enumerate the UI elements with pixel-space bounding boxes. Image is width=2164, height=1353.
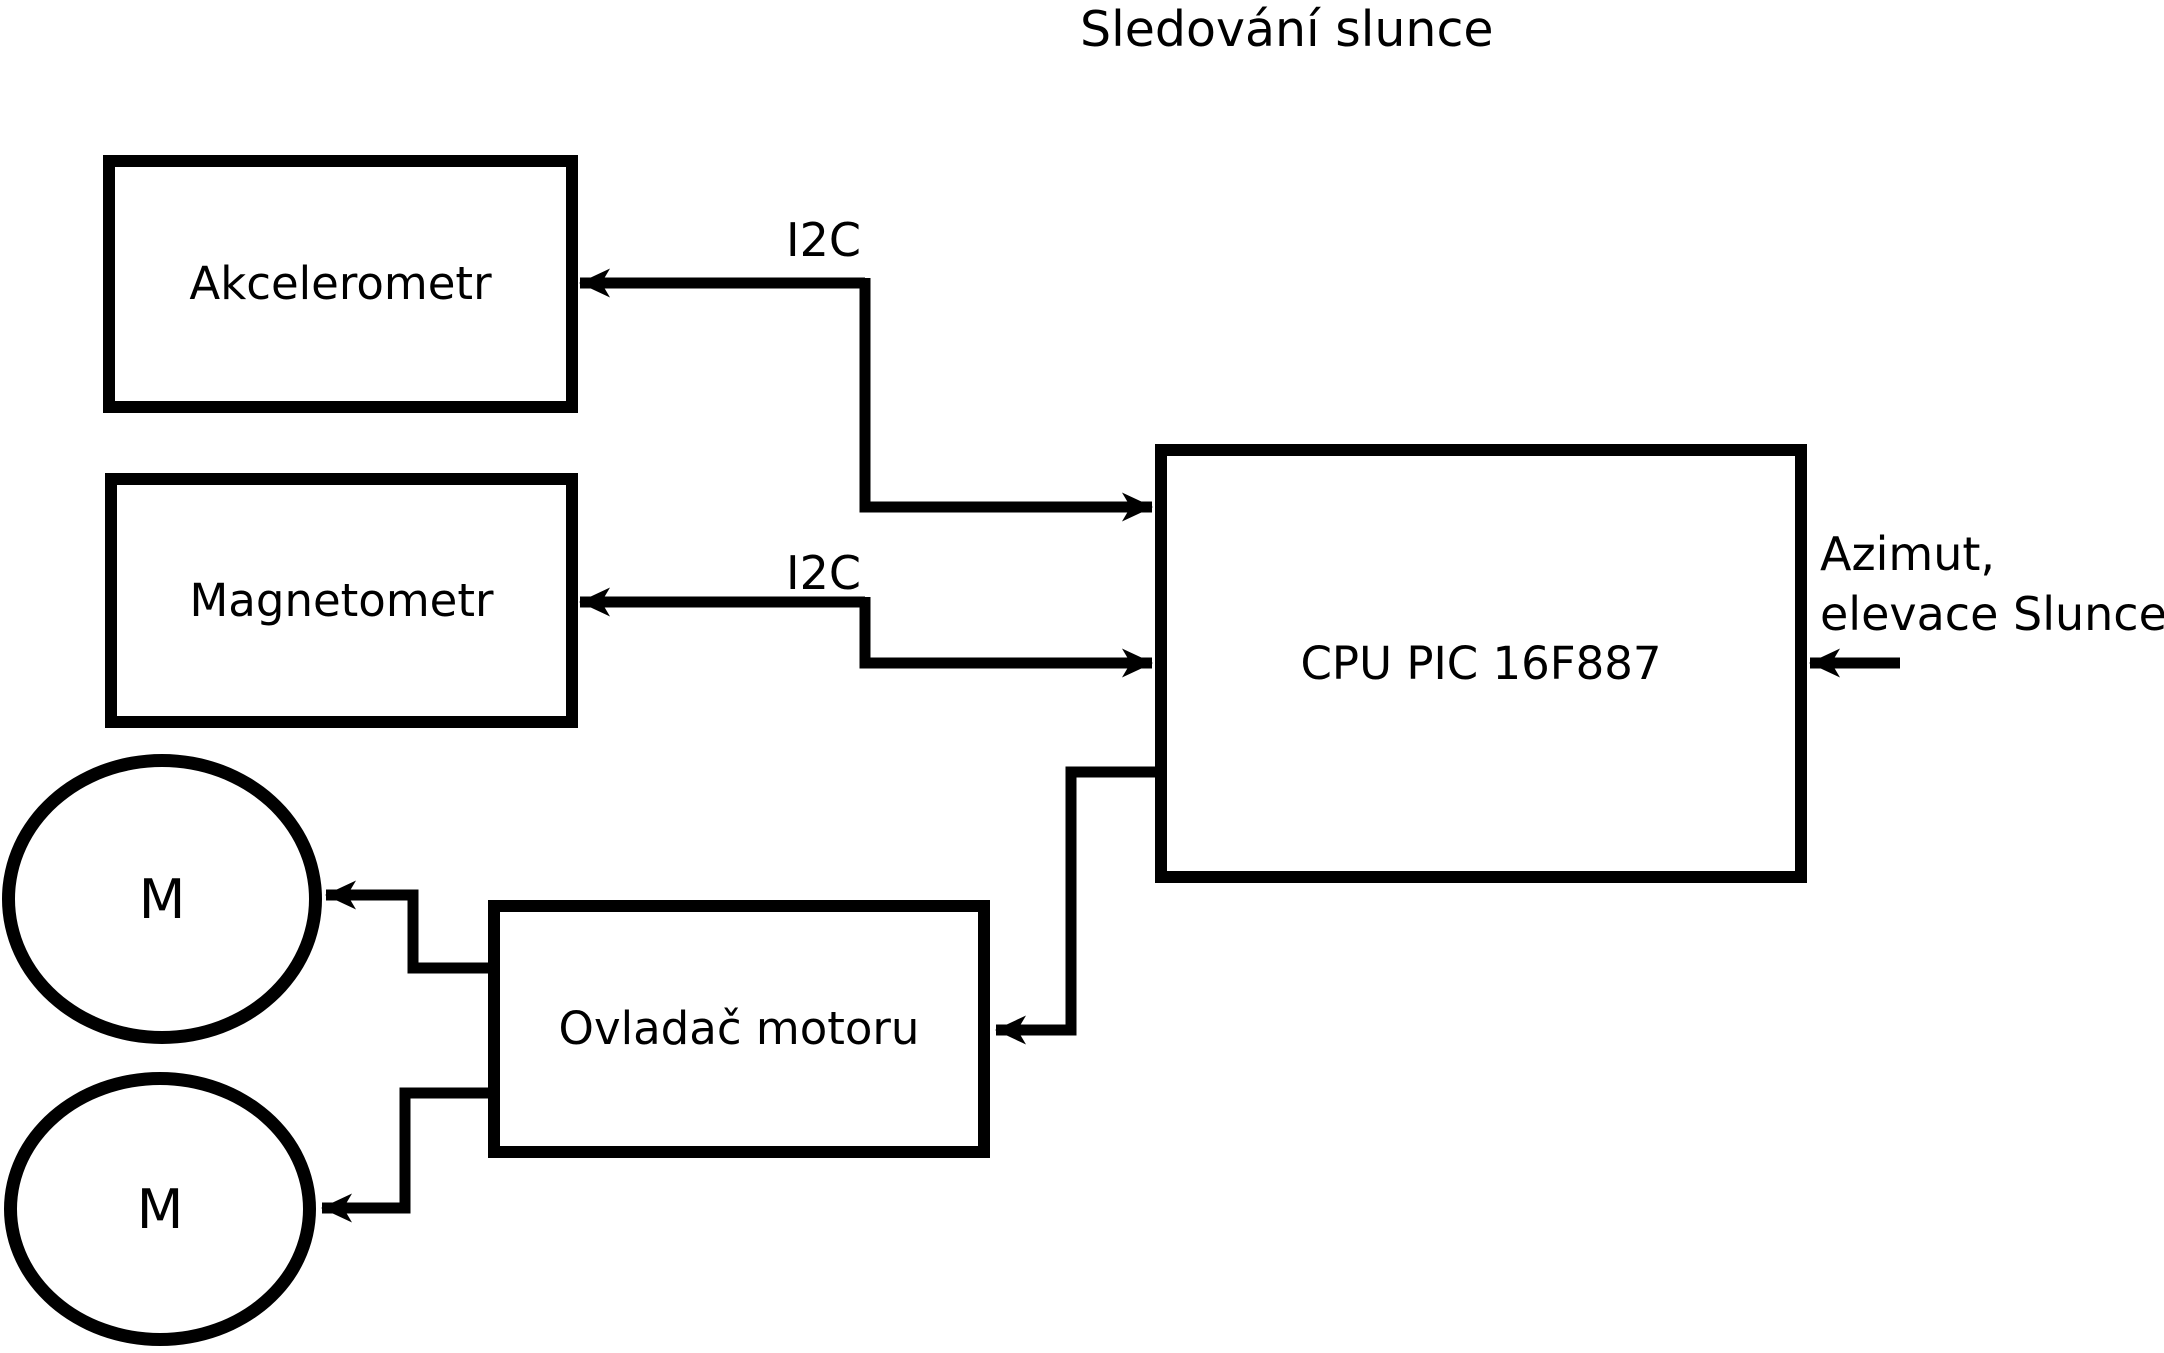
- wire-i2c-magnetometr-to-cpu: [859, 597, 1153, 678]
- wire-driver-to-motor-bottom: [321, 1087, 496, 1223]
- wire-driver-to-motor-top: [325, 880, 496, 974]
- i2c-label-akcelerometr: I2C: [786, 213, 861, 267]
- azimut-line1: Azimut,: [1820, 527, 1996, 581]
- motor-bottom-label: M: [136, 1177, 184, 1241]
- motor-top-label: M: [138, 867, 186, 931]
- cpu-block: CPU PIC 16F887: [1155, 444, 1807, 883]
- motor-top-circle: M: [2, 754, 322, 1044]
- motor-driver-block: Ovladač motoru: [488, 900, 990, 1158]
- cpu-label: CPU PIC 16F887: [1300, 636, 1662, 690]
- motor-driver-label: Ovladač motoru: [558, 1002, 920, 1056]
- akcelerometr-block: Akcelerometr: [103, 155, 578, 413]
- diagram-title: Sledování slunce: [1080, 1, 1494, 58]
- i2c-label-magnetometr: I2C: [786, 546, 861, 600]
- akcelerometr-label: Akcelerometr: [189, 257, 492, 311]
- wire-i2c-akcelerometr-to-cpu: [859, 278, 1153, 522]
- azimut-elevace-label: Azimut, elevace Slunce: [1820, 524, 2164, 644]
- motor-bottom-circle: M: [4, 1072, 316, 1346]
- wire-cpu-to-motor-driver: [995, 766, 1160, 1045]
- magnetometr-block: Magnetometr: [105, 473, 578, 728]
- azimut-line2: elevace Slunce: [1820, 587, 2164, 641]
- magnetometr-label: Magnetometr: [189, 573, 494, 627]
